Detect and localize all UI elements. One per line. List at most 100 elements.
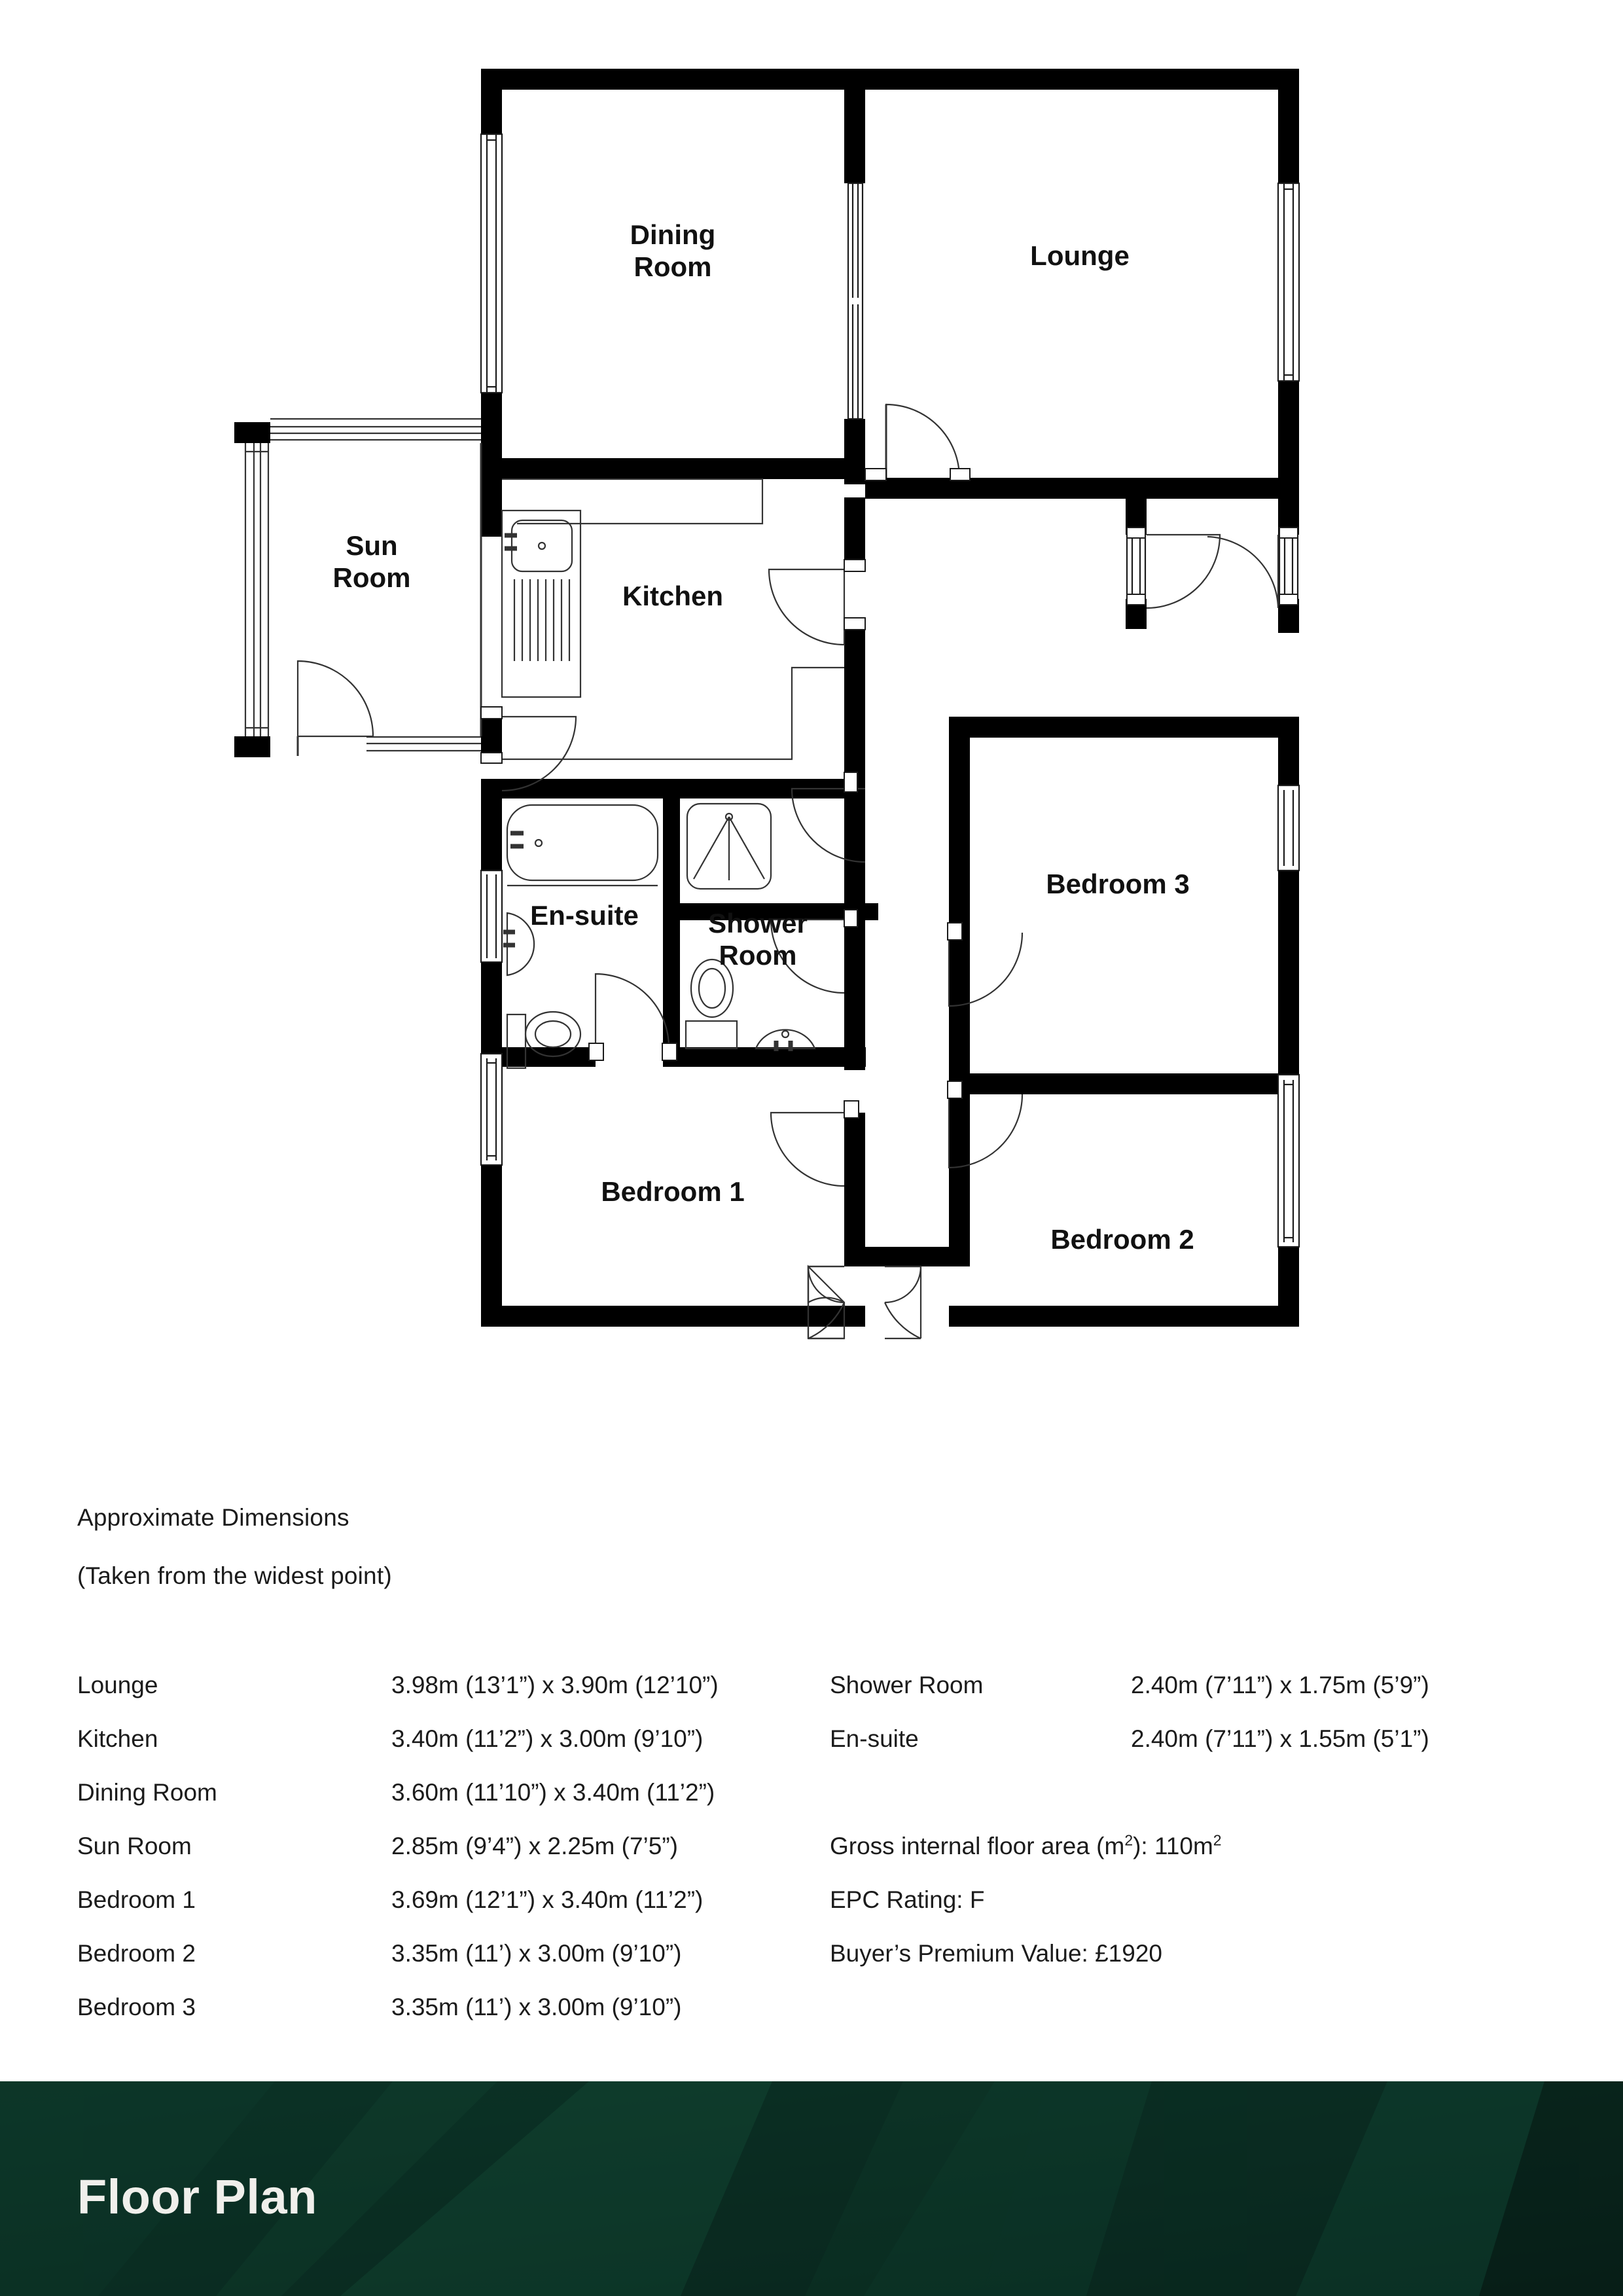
table-row-spacer <box>830 1766 1131 1820</box>
jamb-hall-d <box>1279 594 1298 605</box>
wall-shower-right-upper <box>844 789 865 920</box>
wall-dining-left-upper <box>481 69 502 134</box>
table-row: En-suite <box>830 1725 919 1752</box>
wall-hall-bottom <box>844 1247 970 1266</box>
cupboard-door-a-bottom <box>808 1302 846 1340</box>
table-row: 3.69m (12’1”) x 3.40m (11’2”) <box>391 1886 704 1913</box>
kitchen-worktop-right <box>502 666 844 761</box>
gross-area-superscript-1: 2 <box>1124 1831 1133 1849</box>
gross-area-superscript-2: 2 <box>1213 1831 1222 1849</box>
table-row: Bedroom 3 <box>77 1994 196 2020</box>
window-dining-left-frame <box>480 133 503 394</box>
table-row: 3.98m (13’1”) x 3.90m (12’10”) <box>391 1672 719 1698</box>
table-row: Dining Room <box>77 1779 217 1806</box>
door-jamb-group <box>480 468 1298 1119</box>
ensuite-wc-pan <box>524 1011 582 1058</box>
jamb-kitchen-sun-b <box>480 752 503 764</box>
table-row-spacer <box>1131 1766 1550 1820</box>
window-lounge-right-frame <box>1277 182 1300 382</box>
table-row: 3.35m (11’) x 3.00m (9’10”) <box>391 1994 682 2020</box>
jamb-hall-c <box>1279 527 1298 539</box>
wall-hall-right <box>949 1090 970 1266</box>
gross-area-mid: ): 110m <box>1133 1833 1213 1859</box>
floor-plan-svg: Dining Room Lounge Sun Room Kitchen En-s… <box>0 0 1623 1486</box>
label-bedroom-3: Bedroom 3 <box>1046 869 1189 899</box>
label-sun-room-line1: Sun <box>346 530 397 561</box>
sunroom-door-swing <box>296 660 374 738</box>
table-row: Bedroom 2 <box>77 1940 196 1967</box>
wall-kitchen-left-lower <box>481 717 502 757</box>
jamb-ensuite <box>588 1043 604 1061</box>
ensuite-bath <box>506 804 659 882</box>
kitchen-door-swing-sunroom <box>501 715 577 792</box>
shower-wc-seat <box>698 967 726 1009</box>
jamb-lounge-a <box>865 468 887 481</box>
jamb-shower-b <box>662 1043 677 1061</box>
label-dining-room-line1: Dining <box>630 219 716 250</box>
wall-corridor-right <box>949 933 970 1073</box>
plan-background <box>0 0 1623 1486</box>
gross-area-label: Gross internal floor area (m <box>830 1833 1125 1859</box>
room-label-group: Dining Room Lounge Sun Room Kitchen En-s… <box>333 219 1194 1255</box>
wall-bottom-bed1-stub <box>844 1306 865 1327</box>
corridor-door-swing <box>791 787 866 863</box>
table-row: Sun Room <box>77 1833 192 1859</box>
shower-tray <box>686 802 772 890</box>
wall-lounge-bottom <box>865 478 1299 499</box>
table-row: Lounge <box>77 1672 158 1698</box>
table-row: 3.60m (11’10”) x 3.40m (11’2”) <box>391 1779 715 1806</box>
table-row: 2.40m (7’11”) x 1.55m (5’1”) <box>1131 1725 1429 1752</box>
jamb-hall-b <box>1126 594 1146 605</box>
table-row: 3.35m (11’) x 3.00m (9’10”) <box>391 1940 682 1967</box>
bedroom1-door-swing <box>770 1111 845 1187</box>
ensuite-wc-cistern <box>506 1013 527 1069</box>
ensuite-door-swing <box>594 973 670 1048</box>
window-dining-lounge-frame <box>847 182 864 420</box>
window-hall-a <box>1126 533 1147 600</box>
footer-banner: Floor Plan <box>0 2081 1623 2296</box>
wall-sunroom-post-tl <box>234 422 270 443</box>
wall-bottom-bed2 <box>949 1306 1299 1327</box>
kitchen-sink-bowl <box>510 519 573 573</box>
wall-bed3-top <box>949 717 1299 738</box>
label-shower-room-line2: Room <box>719 940 797 971</box>
table-row: 2.85m (9’4”) x 2.25m (7’5”) <box>391 1833 678 1859</box>
wall-kitchen-right-lower <box>844 628 865 779</box>
shower-door-swing <box>770 918 845 994</box>
window-group <box>480 133 1300 1248</box>
ensuite-bath-plug <box>534 838 543 848</box>
wall-shower-bottom <box>663 1047 866 1067</box>
wall-shower-right-lower <box>844 920 865 1070</box>
footer-facets <box>0 2081 1623 2296</box>
jamb-bed3 <box>947 922 963 941</box>
dimensions-block: Approximate Dimensions (Taken from the w… <box>77 1505 1550 2034</box>
floor-plan-drawing: Dining Room Lounge Sun Room Kitchen En-s… <box>0 0 1623 1486</box>
hall-door-swing-b <box>1207 535 1279 609</box>
wall-sunroom-post-bl <box>234 736 270 757</box>
gross-internal-floor-area: Gross internal floor area (m2): 110m2 <box>830 1820 1550 1873</box>
window-bed1-left <box>480 1052 503 1166</box>
kitchen-worktop-top <box>502 478 764 525</box>
dimensions-heading-approximate: Approximate Dimensions <box>77 1504 349 1531</box>
label-dining-room-line2: Room <box>634 251 712 282</box>
wall-kitchen-right-upper <box>844 497 865 569</box>
jamb-lounge-b <box>950 468 971 481</box>
bedroom2-door-swing <box>948 1094 1024 1169</box>
label-shower-room-line1: Shower <box>708 908 808 939</box>
table-row: 2.40m (7’11”) x 1.75m (5’9”) <box>1131 1672 1429 1698</box>
ensuite-wc-seat <box>534 1020 572 1049</box>
window-bed2-right <box>1277 1073 1300 1248</box>
label-bedroom-1: Bedroom 1 <box>601 1176 744 1207</box>
page-title: Floor Plan <box>77 2170 317 2224</box>
wall-lounge-right-upper <box>1278 69 1299 183</box>
label-lounge: Lounge <box>1030 240 1130 271</box>
wall-left-bed1-lower <box>481 1165 502 1322</box>
shower-basin-plug <box>781 1030 790 1039</box>
lounge-door-swing <box>885 403 961 478</box>
table-row-spacer <box>1131 1981 1550 2034</box>
hall-door-swing-a <box>1146 533 1221 609</box>
bedroom3-door-swing <box>948 932 1024 1007</box>
table-row: Shower Room <box>830 1672 984 1698</box>
footer-background-graphic <box>0 2081 1623 2296</box>
jamb-kitchen-hall-a <box>844 559 866 572</box>
